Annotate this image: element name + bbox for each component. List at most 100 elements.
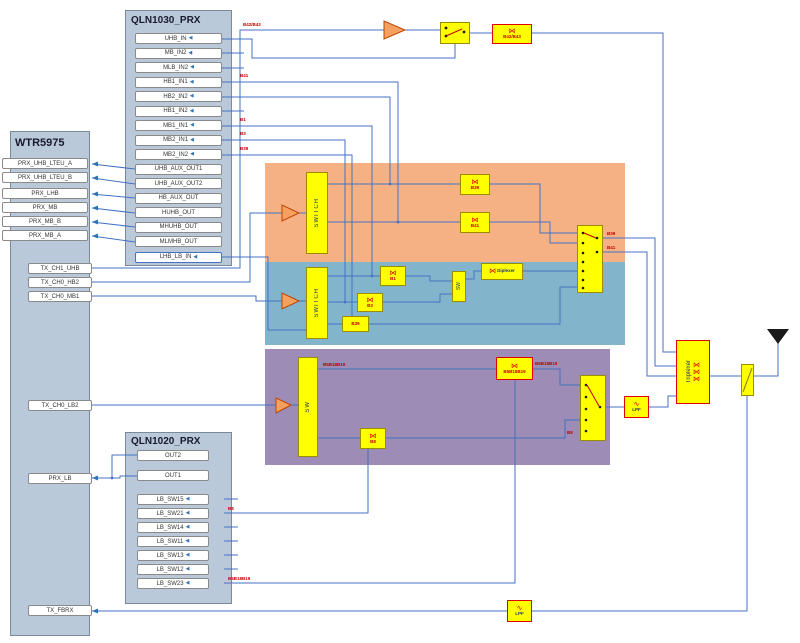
port-label: TX_CH1_UHB bbox=[40, 265, 80, 272]
filter-label: B8 bbox=[370, 438, 376, 444]
port-hb1-in1[interactable]: HB1_IN1◀ bbox=[135, 76, 222, 88]
filter-b1[interactable]: ⋈B1 bbox=[380, 266, 406, 286]
port-hb1-in2[interactable]: HB1_IN2◀ bbox=[135, 105, 222, 117]
port-prx-lhb[interactable]: PRX_LHB bbox=[2, 188, 88, 199]
port-tx-ch0-hb2[interactable]: TX_CH0_HB2 bbox=[28, 277, 92, 288]
port-mb-in2[interactable]: MB_IN2◀ bbox=[135, 47, 222, 59]
lpf-antenna[interactable]: ∿LPF bbox=[624, 396, 649, 418]
hb-mb-antenna-switch[interactable] bbox=[577, 225, 603, 293]
filter-b39[interactable]: ⋈B39 bbox=[460, 174, 490, 195]
port-label: TX_FBRX bbox=[46, 607, 74, 614]
port-label: HB1_IN2 bbox=[163, 108, 188, 114]
lowband-antenna-switch[interactable] bbox=[580, 375, 606, 441]
port-lb-sw21[interactable]: LB_SW21◀ bbox=[137, 508, 209, 519]
port-tx-ch0-lb2[interactable]: TX_CH0_LB2 bbox=[28, 400, 92, 411]
antenna-coupler[interactable] bbox=[741, 364, 754, 396]
filter-b3[interactable]: ⋈B3 bbox=[357, 293, 383, 312]
port-prx-uhb-lteu-b[interactable]: PRX_UHB_LTEU_B bbox=[2, 172, 88, 183]
port-mlmhb-out[interactable]: MLMHB_OUT bbox=[135, 236, 222, 247]
port-hb2-in2[interactable]: HB2_IN2◀ bbox=[135, 91, 222, 102]
arrow-in-icon: ◀ bbox=[189, 93, 194, 99]
filter-b42-b43[interactable]: ⋈B42/B43 bbox=[492, 24, 532, 44]
port-huhb-out[interactable]: HUHB_OUT bbox=[135, 207, 222, 218]
port-tx-ch0-mb1[interactable]: TX_CH0_MB1 bbox=[28, 291, 92, 302]
port-prx-mb-a[interactable]: PRX_MB_A bbox=[2, 230, 88, 241]
port-label: LB_SW13 bbox=[156, 552, 184, 559]
arrow-in-icon: ◀ bbox=[190, 136, 194, 143]
port-mb1-in1[interactable]: MB1_IN1◀ bbox=[135, 120, 222, 131]
arrow-in-icon: ◀ bbox=[185, 510, 190, 516]
filter-b8[interactable]: ⋈B8 bbox=[360, 428, 386, 449]
arrowheads bbox=[92, 161, 98, 614]
triplexer[interactable]: Triplexer ⋈⋈⋈ bbox=[676, 340, 710, 404]
port-out1[interactable]: OUT1 bbox=[137, 470, 209, 481]
midband-switch[interactable]: SWITCH bbox=[306, 267, 328, 339]
port-lb-sw23[interactable]: LB_SW23◀ bbox=[137, 578, 209, 589]
port-label: HUHB_OUT bbox=[161, 209, 195, 216]
port-lb-sw12[interactable]: LB_SW12◀ bbox=[137, 564, 209, 575]
port-prx-mb-b[interactable]: PRX_MB_B bbox=[2, 216, 88, 227]
filter-label: B39 bbox=[351, 320, 360, 326]
port-hb-aux-out[interactable]: HB_AUX_OUT bbox=[135, 192, 222, 204]
filter-label: B39 bbox=[470, 184, 480, 190]
qln1020-title: QLN1020_PRX bbox=[131, 436, 201, 447]
filter-b39-mid[interactable]: B39 bbox=[342, 316, 369, 332]
lpf-fbrx[interactable]: ∿LPF bbox=[507, 600, 532, 622]
port-uhb-aux-out2[interactable]: UHB_AUX_OUT2 bbox=[135, 178, 222, 189]
wtr5975-block[interactable] bbox=[10, 131, 90, 636]
arrow-in-icon: ◀ bbox=[185, 566, 190, 572]
port-label: HB_AUX_OUT bbox=[158, 195, 199, 201]
arrow-in-icon: ◀ bbox=[188, 35, 193, 41]
port-mhuhb-out[interactable]: MHUHB_OUT bbox=[135, 221, 222, 233]
port-out2[interactable]: OUT2 bbox=[137, 450, 209, 461]
wire-label-hb-out1: B39 bbox=[607, 231, 616, 236]
filter-b41[interactable]: ⋈B41 bbox=[460, 212, 490, 233]
port-mlb-in2[interactable]: MLB_IN2◀ bbox=[135, 62, 222, 73]
port-uhb-aux-out1[interactable]: UHB_AUX_OUT1 bbox=[135, 163, 222, 175]
diplexer[interactable]: ⋈Diplexer bbox=[481, 263, 523, 280]
port-label: MB2_IN1 bbox=[163, 137, 189, 143]
port-tx-ch1-uhb[interactable]: TX_CH1_UHB bbox=[28, 263, 92, 274]
port-mb2-in2[interactable]: MB2_IN2◀ bbox=[135, 149, 222, 160]
midband-sub-switch[interactable]: SW bbox=[452, 271, 466, 302]
port-label: HB2_IN2 bbox=[163, 93, 188, 100]
switch-label: SWITCH bbox=[314, 198, 320, 228]
port-label: UHB_AUX_OUT1 bbox=[154, 166, 203, 172]
port-label: PRX_UHB_LTEU_B bbox=[18, 174, 72, 181]
port-label: TX_CH0_HB2 bbox=[40, 279, 79, 286]
port-label: PRX_MB bbox=[32, 204, 58, 211]
highband-switch[interactable]: SWITCH bbox=[306, 172, 328, 254]
port-lhb-lb-in[interactable]: LHB_LB_IN◀ bbox=[135, 251, 222, 263]
port-label: LB_SW12 bbox=[156, 566, 184, 573]
arrow-in-icon: ◀ bbox=[190, 64, 194, 70]
arrow-in-icon: ◀ bbox=[185, 580, 190, 586]
port-label: PRX_MB_A bbox=[28, 232, 61, 239]
filter-label: B3 bbox=[367, 302, 373, 308]
port-lb-sw15[interactable]: LB_SW15◀ bbox=[137, 494, 209, 505]
wire-label-mb3: B39 bbox=[240, 146, 249, 151]
wire-label-lb-filter-out: B5B18B19 bbox=[535, 361, 558, 366]
arrow-in-icon: ◀ bbox=[185, 552, 190, 558]
port-prx-mb[interactable]: PRX_MB bbox=[2, 202, 88, 213]
port-lb-sw11[interactable]: LB_SW11◀ bbox=[137, 536, 209, 547]
port-uhb-in[interactable]: UHB_IN◀ bbox=[135, 33, 222, 44]
port-prx-lb[interactable]: PRX_LB bbox=[28, 473, 92, 484]
port-mb2-in1[interactable]: MB2_IN1◀ bbox=[135, 134, 222, 146]
lowband-switch[interactable]: SW bbox=[298, 357, 318, 457]
switch-label: SW bbox=[455, 282, 462, 291]
lpf-label: LPF bbox=[515, 611, 524, 617]
port-label: OUT1 bbox=[164, 472, 181, 479]
port-lb-sw14[interactable]: LB_SW14◀ bbox=[137, 522, 209, 533]
port-tx-fbrx[interactable]: TX_FBRX bbox=[28, 605, 92, 616]
port-label: LB_SW11 bbox=[156, 538, 184, 545]
filter-label: B41 bbox=[470, 222, 480, 228]
port-label: UHB_IN bbox=[164, 35, 187, 42]
port-label: LB_SW23 bbox=[156, 580, 184, 587]
wire-label-qln-b5: B5B18B19 bbox=[228, 576, 251, 581]
uhb-antenna-switch[interactable] bbox=[440, 22, 470, 44]
wire-label-hb: B41 bbox=[240, 73, 249, 78]
filter-b5b18b19[interactable]: ⋈B5B18B19 bbox=[496, 357, 533, 380]
port-lb-sw13[interactable]: LB_SW13◀ bbox=[137, 550, 209, 561]
port-prx-uhb-lteu-a[interactable]: PRX_UHB_LTEU_A bbox=[2, 158, 88, 169]
port-label: OUT2 bbox=[164, 452, 181, 459]
